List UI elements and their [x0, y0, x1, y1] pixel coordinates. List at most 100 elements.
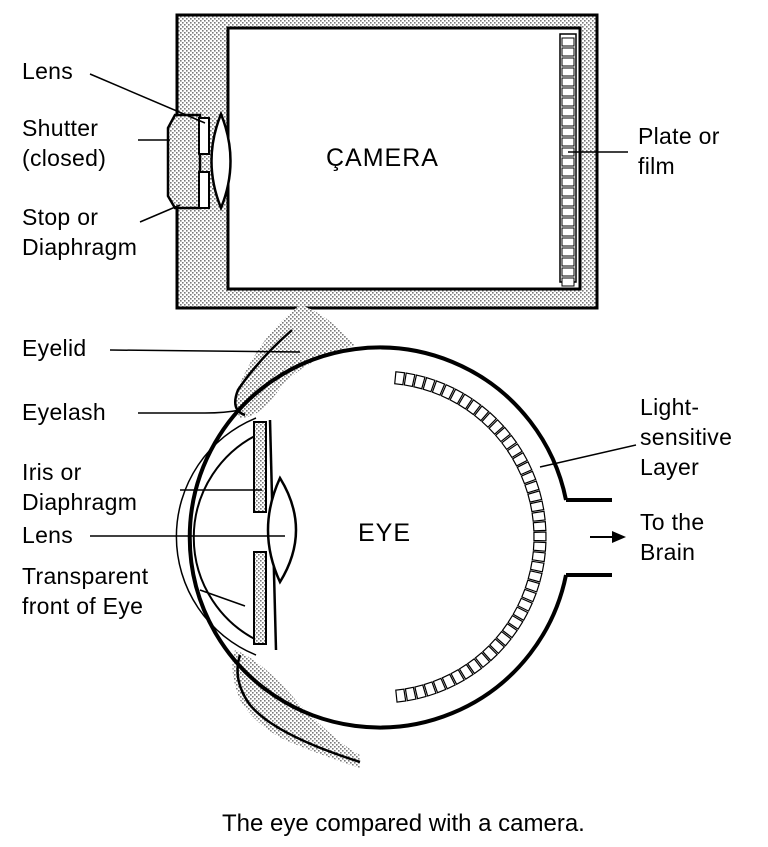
retina-cell — [531, 551, 546, 563]
film-cell — [561, 157, 575, 167]
retina-cell — [441, 673, 456, 690]
eye-title: EYE — [358, 519, 412, 547]
film-cell — [561, 267, 575, 277]
film-cell — [561, 67, 575, 77]
shutter-housing — [166, 113, 202, 210]
retina-cell — [533, 531, 547, 542]
retina-cell — [532, 541, 547, 552]
leader-eyelash — [138, 409, 241, 414]
film-cell — [561, 187, 575, 197]
film-cell — [561, 277, 575, 287]
eyeball-outline — [187, 345, 568, 730]
lower-eyelid-outline — [236, 654, 361, 764]
label-light-layer: Light- sensitive Layer — [640, 394, 733, 480]
film-cell — [561, 257, 575, 267]
retina-cell — [507, 614, 524, 630]
film-cell — [561, 167, 575, 177]
retina-cell — [413, 374, 426, 390]
camera-title: ÇAMERA — [326, 144, 439, 172]
retina-cell — [465, 399, 482, 416]
retina-cell — [532, 520, 547, 532]
film-cell — [561, 37, 575, 47]
label-eye-lens: Lens — [22, 522, 74, 548]
retina-cell — [500, 434, 518, 451]
retina-cell — [512, 606, 529, 622]
film-cell — [561, 107, 575, 117]
retina-cell — [449, 388, 465, 405]
retina-cell — [529, 560, 545, 573]
retina-cell — [440, 383, 455, 400]
retina-cell — [422, 376, 436, 393]
eye-diagram — [90, 305, 637, 768]
retina-cell — [524, 579, 541, 593]
retina-cell — [394, 371, 406, 386]
retina-cell — [395, 688, 407, 703]
retina-cell — [488, 418, 505, 436]
film-cell — [561, 77, 575, 87]
label-plate: Plate or film — [638, 123, 720, 179]
film-cell — [561, 217, 575, 227]
film-cell — [561, 87, 575, 97]
retina-cell — [524, 480, 540, 494]
film-segments — [561, 37, 575, 287]
retina-cell — [520, 470, 537, 485]
retina-cell — [431, 380, 446, 396]
retina-cell — [501, 622, 518, 639]
retina-cell — [506, 443, 523, 459]
retina-cell — [511, 451, 529, 467]
leader-front — [199, 589, 246, 607]
retina-cell — [529, 500, 545, 513]
leader-lens-camera — [89, 73, 206, 124]
leader-layer — [539, 444, 637, 468]
label-iris: Iris or Diaphragm — [22, 459, 138, 515]
film-cell — [561, 47, 575, 57]
retina-cell — [494, 426, 512, 443]
film-cell — [561, 117, 575, 127]
film-cell — [561, 237, 575, 247]
iris-upper — [253, 421, 267, 513]
caption-text: The eye compared with a camera. — [222, 810, 585, 837]
eye-lens-shape — [266, 475, 298, 585]
leader-eyelid — [109, 349, 301, 353]
label-brain: To the Brain — [640, 509, 705, 565]
film-cell — [561, 127, 575, 137]
retina-cell — [432, 677, 447, 694]
label-camera-lens: Lens — [22, 58, 74, 84]
retina-cell — [527, 490, 543, 503]
retina-cell — [423, 681, 437, 697]
retina-cell — [481, 645, 499, 662]
film-cell — [561, 197, 575, 207]
retina-cell — [458, 663, 474, 680]
label-front: Transparent front of Eye — [22, 563, 149, 619]
film-cell — [561, 137, 575, 147]
retina-cell — [517, 597, 534, 612]
film-cell — [561, 227, 575, 237]
leader-stop — [139, 204, 181, 223]
retina-cell — [474, 651, 491, 669]
retina-cell — [531, 510, 546, 522]
upper-eyelid — [235, 305, 355, 418]
film-cell — [561, 177, 575, 187]
label-eyelash: Eyelash — [22, 399, 106, 425]
film-cell — [561, 247, 575, 257]
brain-arrow-head — [612, 531, 626, 543]
label-stop: Stop or Diaphragm — [22, 204, 138, 260]
retina-cell — [481, 411, 498, 429]
retina-segments — [394, 371, 547, 703]
retina-cell — [403, 372, 416, 388]
retina-cell — [473, 405, 490, 422]
film-cell — [561, 207, 575, 217]
retina-cell — [516, 461, 533, 476]
retina-cell — [527, 570, 543, 583]
camera-chamber — [226, 26, 582, 291]
label-shutter: Shutter (closed) — [22, 115, 107, 171]
film-cell — [561, 57, 575, 67]
retina-cell — [457, 393, 473, 410]
retina-cell — [466, 657, 483, 675]
label-eyelid: Eyelid — [22, 335, 87, 361]
retina-cell — [488, 638, 506, 655]
retina-cell — [414, 684, 427, 700]
camera-diagram — [89, 13, 628, 310]
